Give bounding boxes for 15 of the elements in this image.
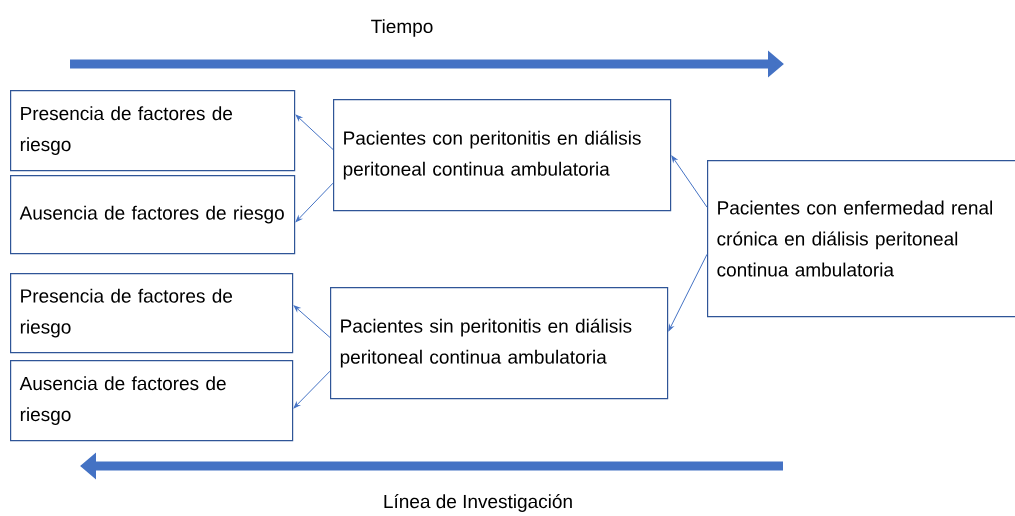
text-box: Pacientes con peritonitis en diálisis peritoneal continua ambulatoria xyxy=(333,99,672,212)
text-box: Presencia de factores de riesgo xyxy=(10,90,296,172)
arrow xyxy=(293,305,331,338)
text-box: Pacientes sin peritonitis en diálisis peritoneal continua ambulatoria xyxy=(330,287,669,400)
axis-label: Tiempo xyxy=(371,19,433,37)
text-box: Ausencia de factores de riesgo xyxy=(10,175,296,255)
arrow xyxy=(295,182,334,222)
text-box: Presencia de factores de riesgo xyxy=(10,273,294,354)
arrow xyxy=(668,253,708,332)
arrow xyxy=(671,155,708,208)
arrow xyxy=(295,114,334,150)
text-box: Ausencia de factores de riesgo xyxy=(10,360,294,442)
axis-label: Línea de Investigación xyxy=(384,494,572,512)
text-box: Pacientes con enfermedad renal crónica en diálisis peritoneal continua ambulatoria xyxy=(707,160,1015,318)
arrow xyxy=(293,370,331,409)
